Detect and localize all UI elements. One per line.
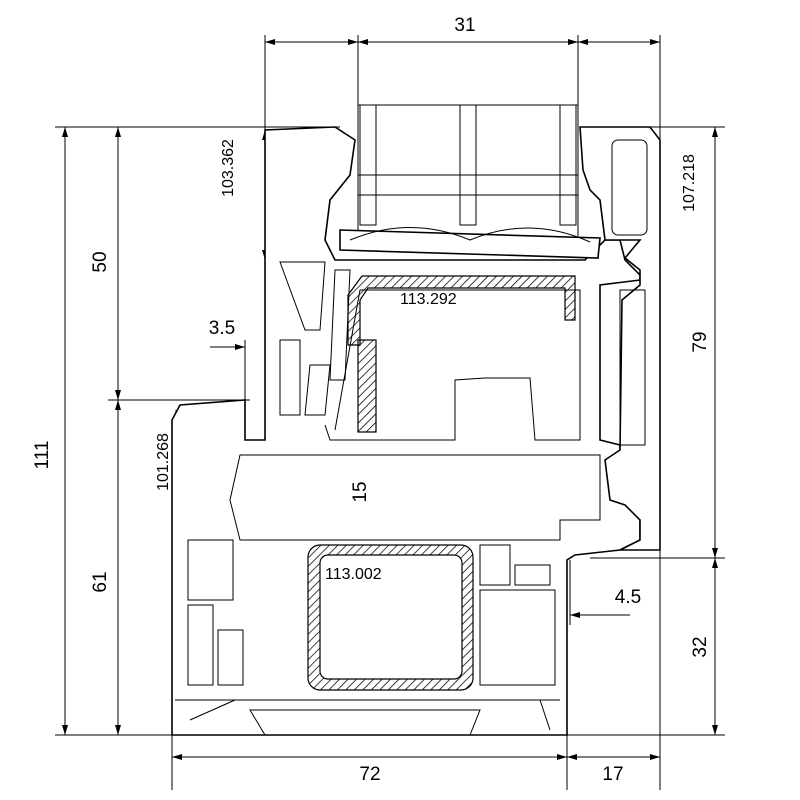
dim-sash-height-left: 103.362: [220, 139, 237, 197]
dim-frame-height-right: 107.218: [681, 154, 698, 212]
dim-small-gap: 3.5: [209, 318, 235, 339]
dim-right-upper: 79: [690, 331, 711, 352]
dim-overlap: 4.5: [615, 587, 641, 608]
steel-reinforcement-upper: [347, 275, 576, 433]
dim-right-lower: 32: [690, 636, 711, 657]
dim-lower-left: 61: [90, 571, 111, 592]
dim-total-height: 111: [32, 441, 53, 470]
steel-reinforcement-lower: [307, 544, 474, 691]
dim-frame-width: 72: [359, 764, 380, 785]
dim-inner-gap: 15: [350, 481, 371, 502]
dim-upper-left: 50: [90, 251, 111, 272]
dim-frame-height-left: 101.268: [155, 433, 172, 491]
label-reinforcement-lower: 113.002: [325, 566, 382, 583]
dim-top-width: 31: [454, 15, 475, 36]
dim-sash-overlap-width: 17: [602, 764, 623, 785]
glazing-unit: [339, 104, 601, 259]
label-reinforcement-upper: 113.292: [400, 291, 457, 308]
sash-chambers: [175, 261, 601, 736]
